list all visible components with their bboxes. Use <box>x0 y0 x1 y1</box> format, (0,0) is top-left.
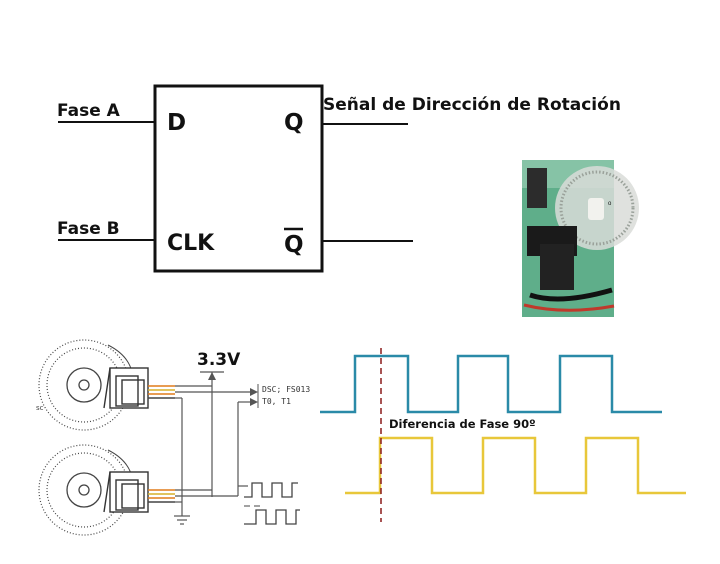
quadrature-waveforms: Diferencia de Fase 90º <box>320 348 686 522</box>
mini-waveforms <box>244 482 300 525</box>
pin-q-label: Q <box>284 110 304 136</box>
rotation-direction-label: Señal de Dirección de Rotación <box>323 95 621 115</box>
upper-signal-arrow <box>250 388 258 396</box>
sc-label: sc <box>36 404 44 412</box>
fase-b-label: Fase B <box>57 219 120 239</box>
supply-arrow <box>208 372 216 380</box>
encoder-hub <box>588 198 604 220</box>
timer-label: T0, T1 <box>262 397 291 406</box>
upper-wire-bundle <box>148 385 175 399</box>
pin-qbar-label: Q <box>284 232 304 258</box>
phase-b-waveform <box>345 436 686 495</box>
flip-flop: Fase A Fase B D CLK Q Q Señal de Direcci… <box>57 84 621 273</box>
encoder-circuit <box>38 339 300 536</box>
phase-a-waveform <box>320 354 662 414</box>
upper-sensor <box>103 367 149 409</box>
lower-sensor <box>103 471 149 513</box>
pin-clk-label: CLK <box>167 231 215 256</box>
dsc-label: DSC; FS013 <box>262 385 310 394</box>
lower-wire-bundle <box>148 489 175 503</box>
voltage-label: 3.3V <box>197 350 241 370</box>
lower-signal-arrow <box>250 398 258 406</box>
circuit-wiring <box>174 371 250 525</box>
phase-difference-label: Diferencia de Fase 90º <box>389 417 536 431</box>
flip-flop-box <box>153 84 324 273</box>
encoder-photo: o <box>522 160 639 317</box>
pin-d-label: D <box>167 110 186 136</box>
photo-small-mark: o <box>608 201 612 207</box>
fase-a-label: Fase A <box>57 101 121 121</box>
